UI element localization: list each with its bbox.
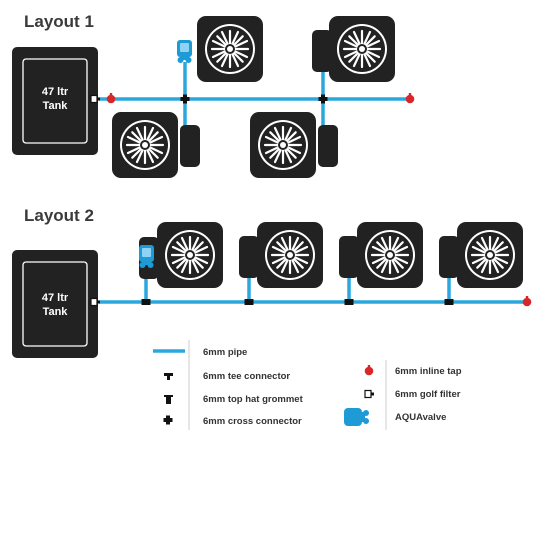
inline-tap-layout-2 bbox=[522, 296, 532, 307]
pot-layout-2-3 bbox=[339, 220, 425, 290]
pot-layout-2-4 bbox=[439, 220, 525, 290]
tee-connector-layout-2-c bbox=[344, 299, 354, 305]
tee-connector-layout-2-a bbox=[141, 299, 151, 305]
inline-tap-layout-1-b bbox=[405, 93, 415, 104]
legend: 6mm pipe 6mm tee connector 6mm top hat g… bbox=[153, 340, 462, 430]
golf-filter-layout-1 bbox=[90, 94, 101, 104]
cross-connector-layout-1-b bbox=[318, 94, 328, 104]
tank-label-line2: Tank bbox=[43, 306, 69, 318]
tank-layout-1: 47 ltr Tank bbox=[12, 47, 98, 155]
layout-2-title: Layout 2 bbox=[24, 206, 94, 225]
tank-label-line1: 47 ltr bbox=[42, 86, 69, 98]
inline-tap-layout-1-a bbox=[106, 93, 116, 104]
tank-label-line2: Tank bbox=[43, 100, 69, 112]
golf-filter-layout-2 bbox=[90, 297, 101, 307]
layout-1-title: Layout 1 bbox=[24, 12, 94, 31]
pot-layout-2-2 bbox=[239, 220, 325, 290]
pot-layout-1-bottom-2 bbox=[248, 110, 338, 180]
legend-grommet-icon bbox=[164, 395, 173, 404]
legend-tee-label: 6mm tee connector bbox=[203, 371, 290, 382]
aquavalve-layout-2 bbox=[139, 245, 154, 268]
tee-connector-layout-2-b bbox=[244, 299, 254, 305]
tank-layout-2: 47 ltr Tank bbox=[12, 250, 98, 358]
legend-pipe-label: 6mm pipe bbox=[203, 347, 247, 358]
legend-tee-icon bbox=[164, 373, 173, 380]
legend-aquavalve-icon bbox=[344, 408, 369, 426]
legend-filter-label: 6mm golf filter bbox=[395, 389, 461, 400]
legend-grommet-label: 6mm top hat grommet bbox=[203, 394, 304, 405]
aquavalve-layout-1 bbox=[177, 40, 192, 63]
tank-label-line1: 47 ltr bbox=[42, 292, 69, 304]
legend-cross-label: 6mm cross connector bbox=[203, 416, 302, 427]
legend-cross-icon bbox=[163, 415, 173, 425]
pot-layout-1-bottom-1 bbox=[110, 110, 200, 180]
legend-tap-label: 6mm inline tap bbox=[395, 366, 462, 377]
cross-connector-layout-1-a bbox=[180, 94, 190, 104]
legend-filter-icon bbox=[364, 389, 375, 399]
tee-connector-layout-2-d bbox=[444, 299, 454, 305]
pot-layout-1-top-1 bbox=[195, 14, 265, 84]
legend-aquavalve-label: AQUAvalve bbox=[395, 412, 446, 423]
legend-tap-icon bbox=[364, 365, 374, 376]
